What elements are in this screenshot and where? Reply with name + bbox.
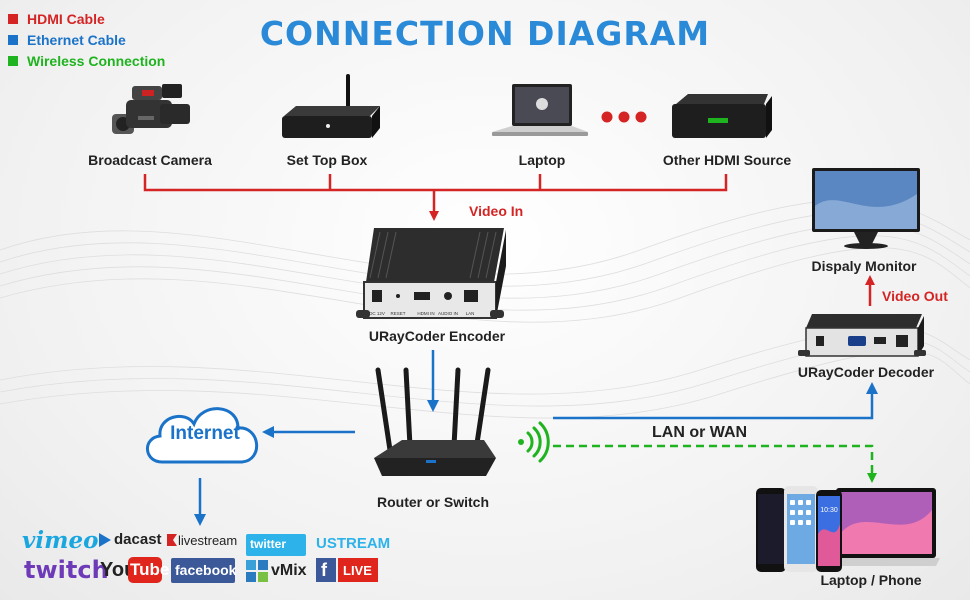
- other-hdmi-source-label: Other HDMI Source: [662, 152, 792, 168]
- encoder-port-audio-in: AUDIO IN: [438, 311, 458, 316]
- encoder-port-labels: DC 12V RESET HDMI IN AUDIO IN LAN: [369, 311, 475, 316]
- set-top-box-icon: [282, 74, 380, 138]
- legend-hdmi-swatch: [8, 13, 18, 24]
- internet-label: Internet: [170, 423, 240, 444]
- router-icon: [374, 367, 496, 476]
- laptop-icon: [492, 84, 588, 136]
- legend-ethernet-label: Ethernet Cable: [27, 31, 126, 48]
- legend-ethernet: Ethernet Cable: [8, 29, 165, 50]
- legend-wireless-label: Wireless Connection: [27, 52, 166, 69]
- set-top-box-label: Set Top Box: [286, 152, 368, 168]
- youtube-logo-text: You: [100, 559, 137, 581]
- video-out-label: Video Out: [882, 288, 948, 304]
- legend: HDMI Cable Ethernet Cable Wireless Conne…: [8, 8, 165, 71]
- facebook-live-f-badge: f: [316, 558, 336, 582]
- broadcast-camera-label: Broadcast Camera: [88, 152, 212, 168]
- twitter-logo: twitter: [250, 537, 286, 551]
- encoder-port-dc12v: DC 12V: [369, 311, 385, 316]
- ustream-logo: USTREAM: [316, 535, 391, 552]
- youtube-badge: Tube: [128, 557, 169, 583]
- encoder-device-icon: [356, 228, 506, 319]
- hdmi-source-box-icon: [672, 94, 772, 138]
- display-monitor-label: Dispaly Monitor: [811, 258, 917, 274]
- lan-wan-label: LAN or WAN: [652, 424, 748, 441]
- legend-hdmi-label: HDMI Cable: [27, 10, 105, 27]
- wifi-signal-icon: [518, 421, 550, 463]
- twitter-badge: twitter: [246, 534, 306, 556]
- vmix-mark-icon: [246, 560, 268, 582]
- laptop-phone-label: Laptop / Phone: [820, 572, 922, 588]
- encoder-port-lan: LAN: [466, 311, 475, 316]
- decoder-device-icon: [798, 314, 926, 357]
- livestream-logo: livestream: [178, 533, 238, 548]
- laptop-label: Laptop: [518, 152, 566, 168]
- live-badge: LIVE: [338, 558, 378, 582]
- phone-clock-text: 10:30: [820, 507, 838, 514]
- hdmi-bus: [143, 174, 728, 221]
- internet-cloud-icon: [146, 407, 259, 464]
- legend-hdmi: HDMI Cable: [8, 8, 165, 29]
- decoder-label: URayCoder Decoder: [797, 364, 935, 380]
- youtube-logo-tube: Tube: [130, 560, 170, 579]
- wireless-dashed-line: [553, 444, 877, 483]
- more-sources-dots: [601, 111, 647, 123]
- facebook-logo: facebook: [175, 562, 237, 578]
- dacast-logo: dacast: [114, 531, 162, 548]
- legend-wireless: Wireless Connection: [8, 50, 165, 71]
- encoder-port-reset: RESET: [390, 311, 405, 316]
- video-in-label: Video In: [469, 203, 524, 219]
- encoder-port-hdmi-in: HDMI IN: [417, 311, 434, 316]
- router-label: Router or Switch: [376, 494, 490, 510]
- display-monitor-icon: [812, 168, 920, 249]
- twitch-logo: twitch: [24, 556, 109, 584]
- laptop-phone-icon: 10:30: [756, 486, 940, 572]
- broadcast-camera-icon: [112, 84, 190, 134]
- legend-wireless-swatch: [8, 55, 18, 66]
- vimeo-logo: vimeo: [22, 527, 99, 554]
- lan-decoder-line: [553, 382, 878, 420]
- legend-ethernet-swatch: [8, 34, 18, 45]
- vmix-logo: vMix: [271, 562, 307, 579]
- page-title: CONNECTION DIAGRAM: [259, 14, 711, 53]
- live-label: LIVE: [343, 563, 372, 578]
- facebook-live-f: f: [321, 560, 327, 580]
- encoder-label: URayCoder Encoder: [368, 328, 506, 344]
- livestream-mark-icon: [167, 534, 177, 546]
- facebook-badge: facebook: [171, 558, 237, 583]
- dacast-mark-icon: [99, 533, 111, 547]
